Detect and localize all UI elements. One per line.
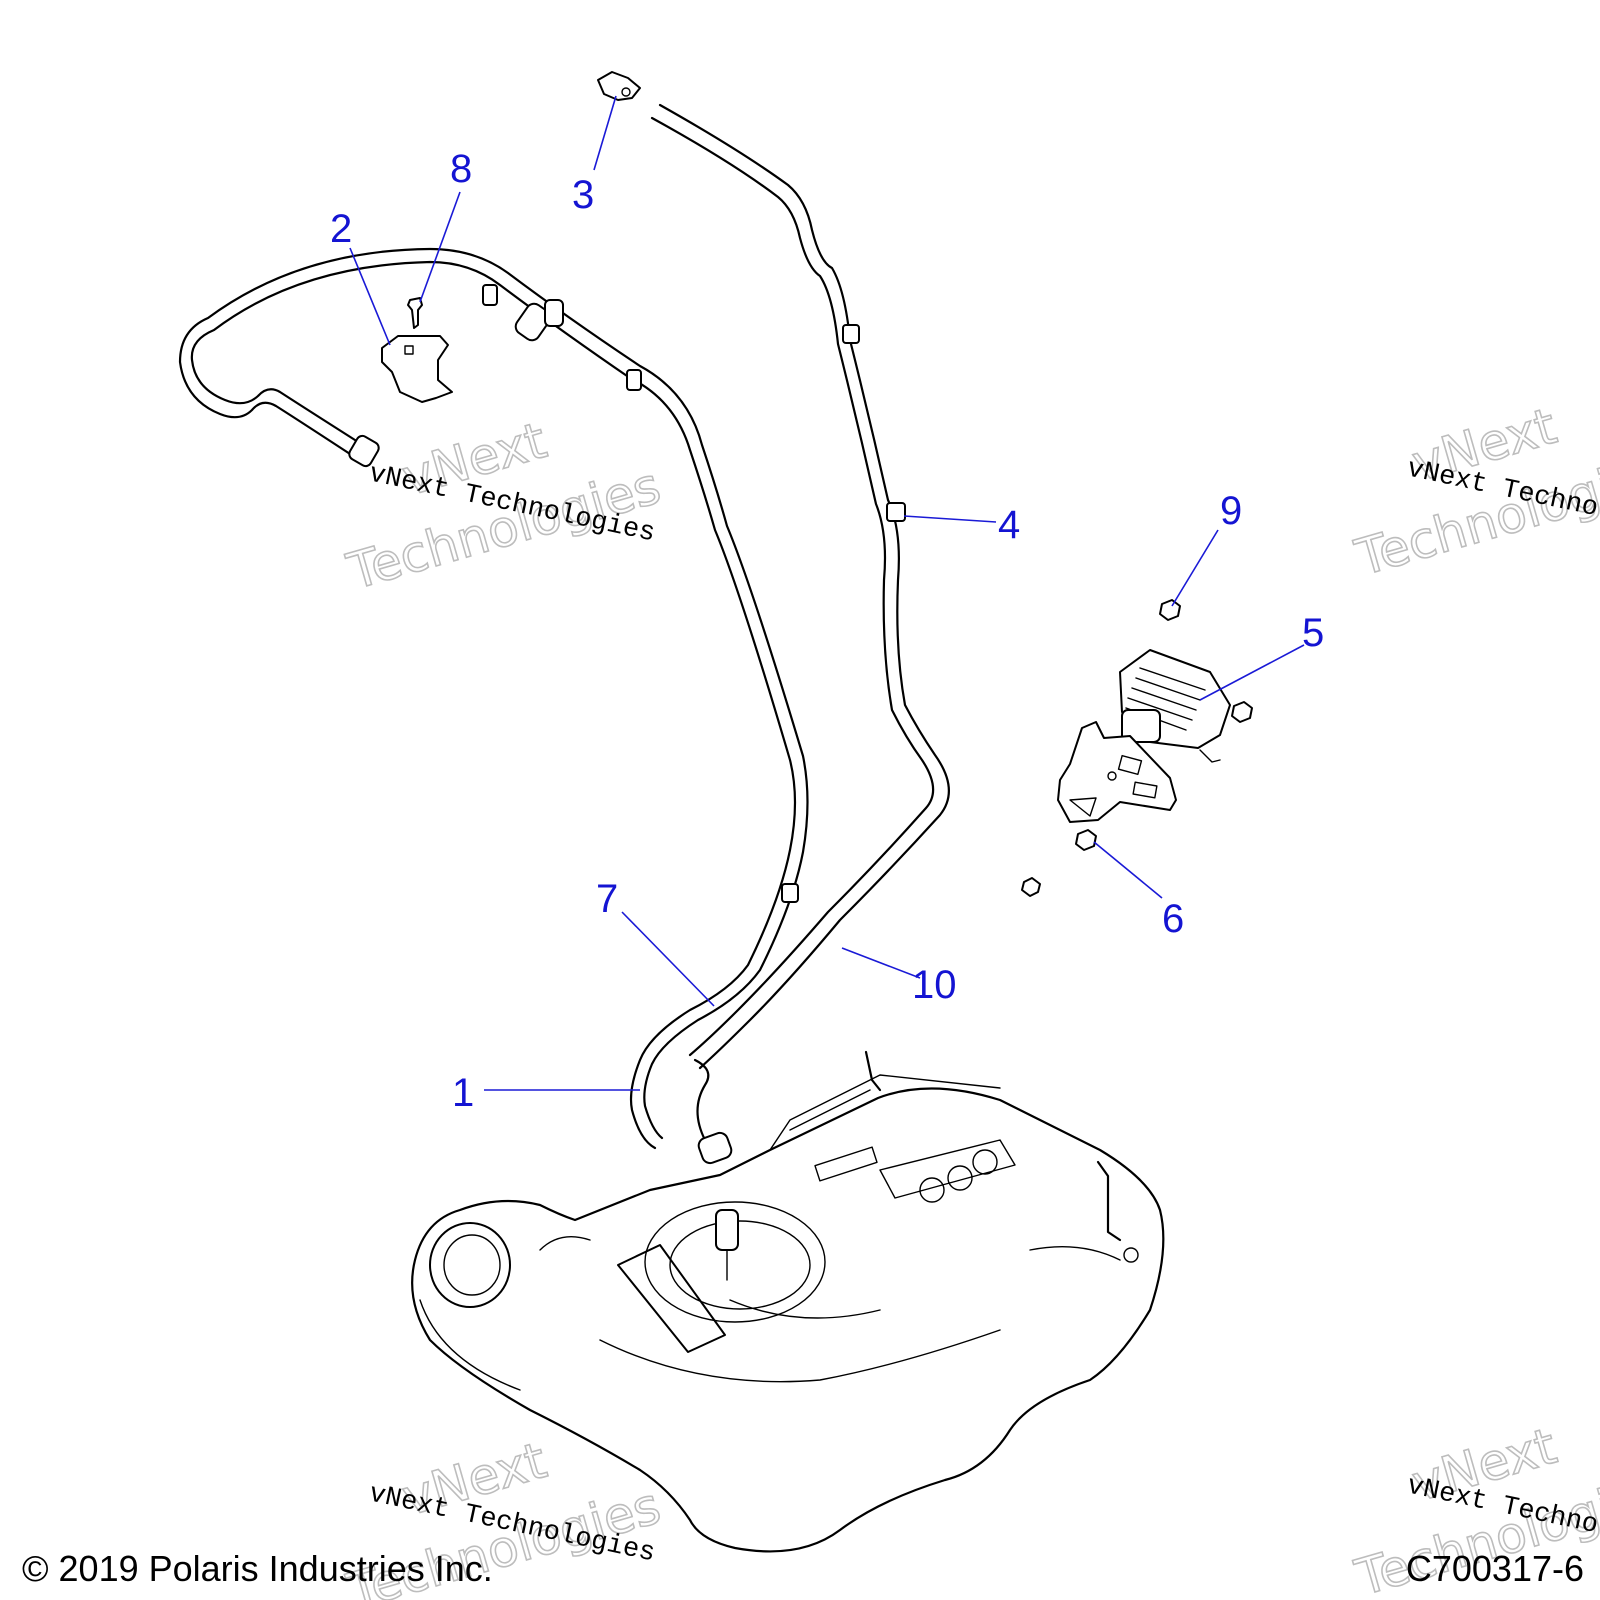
bolt-8: [407, 297, 423, 329]
vent-fitting-3: [597, 71, 641, 101]
callout-3: 3: [572, 173, 594, 217]
callout-10: 10: [912, 963, 957, 1007]
callout-2: 2: [330, 207, 352, 251]
drawing-number: C700317-6: [1405, 1548, 1584, 1589]
nut-9: [1159, 599, 1181, 621]
leader-10: [841, 947, 921, 979]
callout-8: 8: [450, 147, 472, 191]
nut-5-side: [1231, 701, 1253, 723]
leader-6: [1093, 841, 1163, 899]
callout-4: 4: [998, 503, 1020, 547]
bracket-2: [381, 335, 453, 403]
leader-5: [1199, 644, 1305, 701]
fuel-tank: [411, 1050, 1165, 1553]
hose-fittings: [348, 284, 799, 903]
callout-7: 7: [596, 877, 618, 921]
control-module-5: [1119, 649, 1231, 763]
vent-line-4: [650, 103, 950, 1165]
leader-7: [621, 911, 715, 1007]
bracket-6: [1021, 721, 1177, 897]
callout-9: 9: [1220, 489, 1242, 533]
callout-numbers: 1 2 3 4 5 6 7 8 9 10: [330, 147, 1324, 1115]
leader-4: [903, 515, 997, 523]
leader-9: [1171, 529, 1219, 607]
leader-3: [593, 95, 617, 171]
fuel-hose-left: [178, 247, 809, 1150]
callout-1: 1: [452, 1071, 474, 1115]
callout-6: 6: [1162, 897, 1184, 941]
copyright-notice: © 2019 Polaris Industries Inc.: [22, 1548, 493, 1589]
leader-2: [349, 247, 391, 346]
leader-8: [419, 191, 461, 303]
callout-5: 5: [1302, 611, 1324, 655]
leader-lines: [349, 95, 1305, 1091]
